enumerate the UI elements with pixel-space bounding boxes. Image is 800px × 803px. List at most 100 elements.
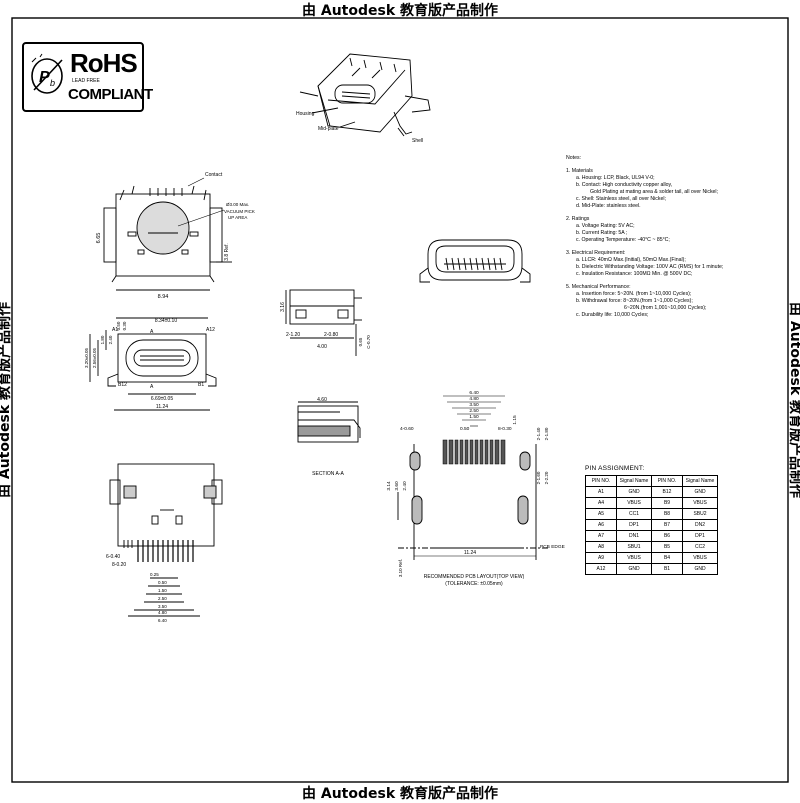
table-cell: DP1 bbox=[682, 530, 718, 542]
side-080-dim: 2-0.80 bbox=[324, 332, 338, 338]
front-view bbox=[89, 317, 217, 411]
notes-line: a. Voltage Rating: 5V AC; bbox=[576, 223, 635, 229]
notes-line: d. Mid-Plate: stainless steel. bbox=[576, 203, 641, 209]
table-cell: B7 bbox=[651, 519, 683, 531]
bottom-view bbox=[109, 463, 223, 617]
section-view bbox=[297, 401, 361, 443]
notes-line: c. Insulation Resistance: 100MΩ Min. @ 5… bbox=[576, 271, 693, 277]
table-cell: A8 bbox=[585, 541, 617, 553]
pin-a1-label: A1 bbox=[112, 327, 118, 333]
table-cell: B4 bbox=[651, 552, 683, 564]
header-signal-b: Signal Name bbox=[682, 475, 718, 487]
pin-b12-label: B12 bbox=[118, 382, 127, 388]
header-pin-no-a: PIN NO. bbox=[585, 475, 617, 487]
table-cell: B6 bbox=[651, 530, 683, 542]
table-cell: A1 bbox=[585, 486, 617, 498]
vacuum-label-2: VACUUM PICK bbox=[224, 209, 255, 214]
bottom-d7: 6.40 bbox=[158, 618, 167, 623]
table-cell: A9 bbox=[585, 552, 617, 564]
table-cell: A5 bbox=[585, 508, 617, 520]
front-overall-dim: 11.24 bbox=[156, 404, 168, 410]
table-cell: GND bbox=[616, 486, 652, 498]
pcb-layout bbox=[397, 444, 548, 560]
header-pin-no-b: PIN NO. bbox=[651, 475, 683, 487]
pcb-right-dim-3: 2-1.60 bbox=[536, 471, 541, 484]
bottom-d2: 0.50 bbox=[158, 580, 167, 585]
bottom-d6: 4.80 bbox=[158, 610, 167, 615]
rohs-word: RoHS bbox=[70, 48, 138, 78]
mid-plate-label: Mid-plate bbox=[318, 126, 339, 132]
notes-line: b. Withdrawal force: 8~20N.(from 1~1,000… bbox=[576, 298, 693, 304]
notes-heading: 5. Mechanical Performance: bbox=[566, 284, 631, 290]
notes-line: Gold Plating at mating area & solder tai… bbox=[590, 189, 719, 195]
notes-line: c. Durability life: 10,000 Cycles; bbox=[576, 312, 649, 318]
notes-line: a. LLCR: 40mΩ Max.(Initial), 50mΩ Max.(F… bbox=[576, 257, 686, 263]
notes-line: b. Contact: High conductivity copper all… bbox=[576, 182, 673, 188]
section-mark-bottom: A bbox=[150, 384, 154, 390]
pcb-top-dim-1: 6.40 bbox=[469, 390, 479, 396]
pb-free-icon: P b bbox=[31, 53, 63, 94]
bottom-d3: 1.50 bbox=[158, 588, 167, 593]
table-cell: VBUS bbox=[616, 497, 652, 509]
pin-table: PIN NO. Signal Name PIN NO. Signal Name … bbox=[585, 475, 718, 575]
table-cell: B12 bbox=[651, 486, 683, 498]
pin-a12-label: A12 bbox=[206, 327, 215, 333]
svg-text:b: b bbox=[50, 78, 55, 88]
table-cell: GND bbox=[682, 486, 718, 498]
notes-line: c. Operating Temperature: -40°C ~ 85°C; bbox=[576, 237, 670, 243]
compliant-label: COMPLIANT bbox=[68, 86, 153, 103]
section-mark-top: A bbox=[150, 329, 154, 335]
table-cell: VBUS bbox=[682, 552, 718, 564]
lead-free-label: LEAD FREE bbox=[72, 78, 100, 84]
rear-view bbox=[419, 239, 531, 283]
section-dim: 4.60 bbox=[317, 397, 327, 403]
pcb-left-dim-3: 2.40 bbox=[402, 481, 408, 491]
table-cell: GND bbox=[616, 563, 652, 575]
notes-heading: 1. Materials bbox=[566, 168, 593, 174]
pcb-layout-title: RECOMMENDED PCB LAYOUT(TOP VIEW) bbox=[424, 574, 525, 580]
table-cell: A7 bbox=[585, 530, 617, 542]
table-cell: A12 bbox=[585, 563, 617, 575]
pcb-right-dim-2: 2-1.80 bbox=[544, 427, 549, 440]
pcb-tolerance: (TOLERANCE: ±0.05mm) bbox=[445, 581, 503, 587]
pcb-top-dim-3: 3.50 bbox=[469, 402, 479, 408]
pcb-left-dim-2: 3.60 bbox=[394, 481, 400, 491]
table-cell: SBU1 bbox=[616, 541, 652, 553]
pin-table-header: PIN NO. Signal Name PIN NO. Signal Name bbox=[585, 475, 718, 487]
notes-heading: 2. Ratings bbox=[566, 216, 590, 222]
side-065-dim: 0.65 bbox=[358, 337, 363, 346]
front-h6-dim: 0.30 bbox=[122, 321, 127, 330]
drawing-frame bbox=[11, 17, 789, 783]
notes-line: b. Current Rating: 5A ; bbox=[576, 230, 628, 236]
front-h2-dim: 2.56±0.05 bbox=[92, 348, 97, 368]
contact-label: Contact bbox=[205, 172, 223, 178]
table-cell: B5 bbox=[651, 541, 683, 553]
contact-leader bbox=[187, 177, 205, 187]
notes-line: a. Insertion force: 5~20N. (from 1~10,00… bbox=[576, 291, 692, 297]
side-400-dim: 4.00 bbox=[317, 344, 327, 350]
pin-assignment-title: PIN ASSIGNMENT: bbox=[585, 465, 645, 472]
svg-text:P: P bbox=[39, 69, 50, 86]
side-120-dim: 2-1.20 bbox=[286, 332, 300, 338]
notes-title: Notes: bbox=[566, 155, 581, 161]
table-cell: B1 bbox=[651, 563, 683, 575]
top-view bbox=[103, 185, 232, 291]
notes-line: c. Shell: Stainless steel, all over Nick… bbox=[576, 196, 666, 202]
isometric-view bbox=[299, 53, 431, 137]
pcb-060-dim: 4-0.60 bbox=[400, 426, 414, 432]
rohs-badge: P b RoHS LEAD FREE COMPLIANT bbox=[22, 42, 153, 112]
table-cell: SBU2 bbox=[682, 508, 718, 520]
pcb-top-dim-2: 4.80 bbox=[469, 396, 479, 402]
side-view bbox=[285, 289, 362, 356]
notes-section: 5. Mechanical Performance:a. Insertion f… bbox=[566, 284, 781, 319]
